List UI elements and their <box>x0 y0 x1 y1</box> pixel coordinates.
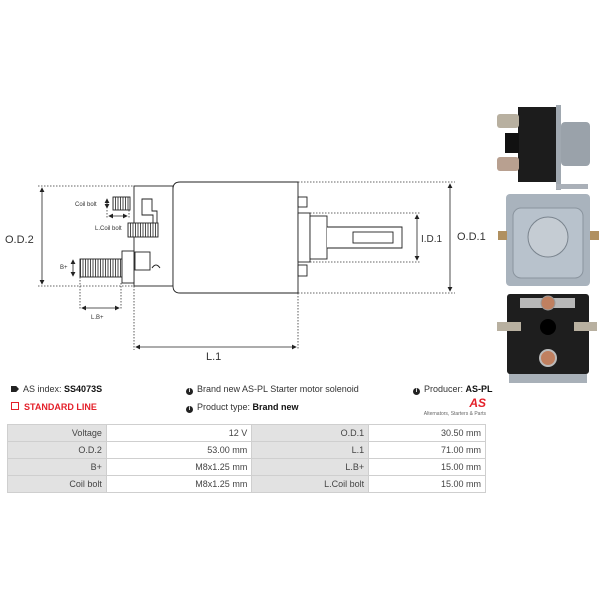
as-pl-logo: AS <box>469 396 486 410</box>
l-b-plus-label: L.B+ <box>91 315 104 321</box>
b-plus-label: B+ <box>60 265 68 271</box>
solenoid-outline <box>79 181 403 294</box>
spec-key: O.D.2 <box>7 441 107 459</box>
spec-value: 15.00 mm <box>368 475 486 493</box>
product-photo-front <box>498 194 599 286</box>
dimension-guides <box>38 181 455 350</box>
as-index: AS index: SS4073S <box>11 384 102 395</box>
as-index-value: SS4073S <box>64 384 103 394</box>
spec-value: M8x1.25 mm <box>105 475 253 493</box>
spec-value: 30.50 mm <box>368 424 486 442</box>
spec-key: Voltage <box>7 424 107 442</box>
as-pl-logo-tagline: Alternators, Starters & Parts <box>423 411 486 417</box>
product-photo-side <box>497 105 590 190</box>
spec-value: M8x1.25 mm <box>105 458 253 476</box>
spec-value: 53.00 mm <box>105 441 253 459</box>
l-coil-bolt-label: L.Coil bolt <box>95 226 122 232</box>
coil-bolt-label: Coil bolt <box>75 202 97 208</box>
spec-key: Coil bolt <box>7 475 107 493</box>
dimension-arrows <box>39 183 453 350</box>
spec-value: 15.00 mm <box>368 458 486 476</box>
spec-value: 12 V <box>105 424 253 442</box>
checkbox-icon <box>11 402 19 410</box>
spec-key: O.D.1 <box>251 424 370 442</box>
id1-label: I.D.1 <box>421 234 443 245</box>
standard-line-badge: STANDARD LINE <box>11 402 97 413</box>
info-icon: i <box>186 388 193 395</box>
product-photo-back <box>497 294 597 383</box>
spec-key: L.1 <box>251 441 370 459</box>
spec-value: 71.00 mm <box>368 441 486 459</box>
info-icon: i <box>186 406 193 413</box>
od2-label: O.D.2 <box>5 234 34 246</box>
tag-icon <box>11 386 19 392</box>
od1-label: O.D.1 <box>457 231 486 243</box>
info-icon: i <box>413 388 420 395</box>
spec-key: L.B+ <box>251 458 370 476</box>
l1-label: L.1 <box>206 351 221 363</box>
spec-key: L.Coil bolt <box>251 475 370 493</box>
spec-key: B+ <box>7 458 107 476</box>
